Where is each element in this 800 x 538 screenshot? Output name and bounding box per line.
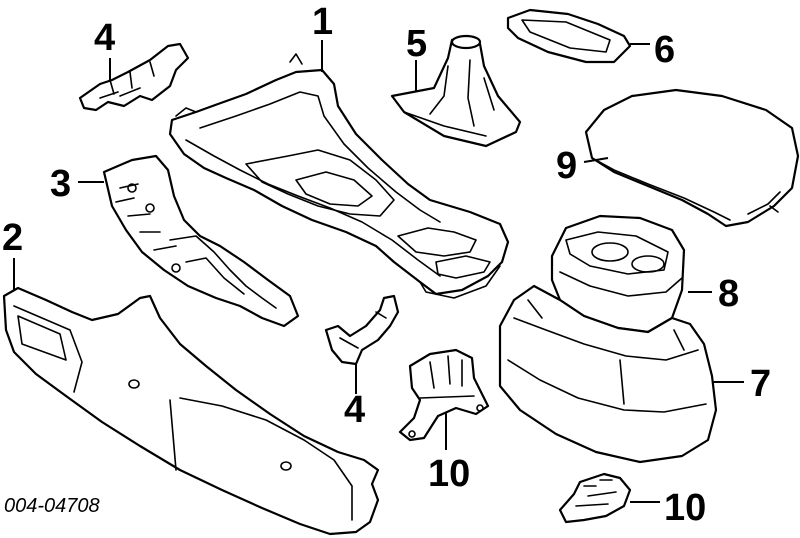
callout-10-middle: 10 [428, 453, 470, 495]
part-3-support-bracket [102, 154, 300, 328]
callout-10-bottom: 10 [664, 487, 706, 529]
callout-6: 6 [654, 29, 675, 71]
callout-5: 5 [406, 23, 427, 65]
callout-9: 9 [556, 145, 577, 187]
leader-lines [13, 40, 744, 503]
callout-1: 1 [312, 1, 333, 43]
callout-4-top: 4 [94, 17, 115, 59]
callout-4-bottom: 4 [344, 389, 365, 431]
part-6-trim-ring [506, 8, 632, 64]
callout-8: 8 [718, 273, 739, 315]
part-7-console-box [498, 284, 718, 464]
callout-3: 3 [50, 163, 71, 205]
callout-2: 2 [2, 217, 23, 259]
part-1-center-console [168, 53, 510, 299]
part-10-bottom-clip [558, 472, 632, 524]
part-9-armrest-lid [584, 88, 800, 228]
part-5-shift-boot [390, 34, 522, 148]
part-4-top-bracket [78, 42, 190, 112]
part-10-middle-bracket [398, 348, 490, 442]
callout-7: 7 [750, 363, 771, 405]
reference-code: 004-04708 [4, 495, 100, 517]
part-2-side-panel [2, 286, 380, 536]
part-4-lower-bracket [324, 294, 400, 366]
